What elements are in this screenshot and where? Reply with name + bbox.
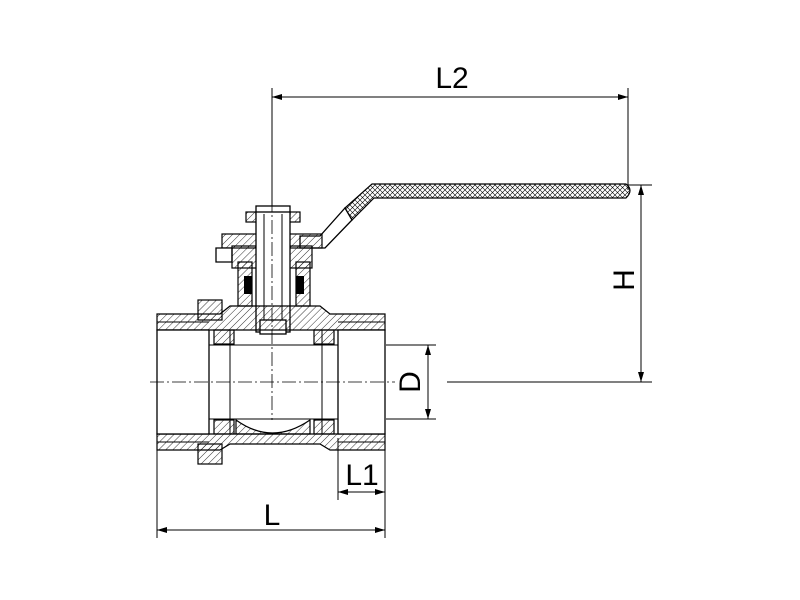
l2-arrow-right	[618, 94, 628, 100]
ball-lower	[235, 418, 311, 435]
dimension-l1: L1	[337, 438, 386, 500]
l1-arrow-right	[375, 489, 385, 495]
l1-arrow-left	[338, 489, 348, 495]
d-arrow-top	[425, 345, 431, 355]
l1-label: L1	[345, 459, 378, 492]
valve-body	[150, 299, 395, 465]
lever-grip	[344, 183, 631, 221]
d-label: D	[394, 371, 427, 393]
body-top-wall	[156, 305, 386, 331]
dimension-l: L	[156, 438, 386, 538]
seat-bottom-right	[313, 419, 335, 435]
l2-label: L2	[435, 62, 468, 95]
l-arrow-left	[157, 527, 167, 533]
left-union-top	[197, 299, 223, 321]
left-union-bottom	[197, 443, 223, 465]
o-ring-left	[244, 276, 252, 294]
seat-top-right	[313, 329, 335, 345]
h-label: H	[608, 269, 641, 291]
lever-handle	[299, 183, 631, 249]
dimension-h: H	[447, 184, 652, 383]
l2-arrow-left	[272, 94, 282, 100]
seat-top-left	[213, 329, 235, 345]
seat-bottom-left	[213, 419, 235, 435]
l-label: L	[264, 499, 281, 532]
h-arrow-bottom	[638, 372, 644, 382]
dimension-l2: L2	[271, 62, 629, 214]
d-arrow-bottom	[425, 409, 431, 419]
l-arrow-right	[375, 527, 385, 533]
o-ring-right	[296, 276, 304, 294]
h-arrow-top	[638, 185, 644, 195]
hub-flange-left	[215, 247, 233, 263]
dimension-d: D	[386, 344, 436, 420]
